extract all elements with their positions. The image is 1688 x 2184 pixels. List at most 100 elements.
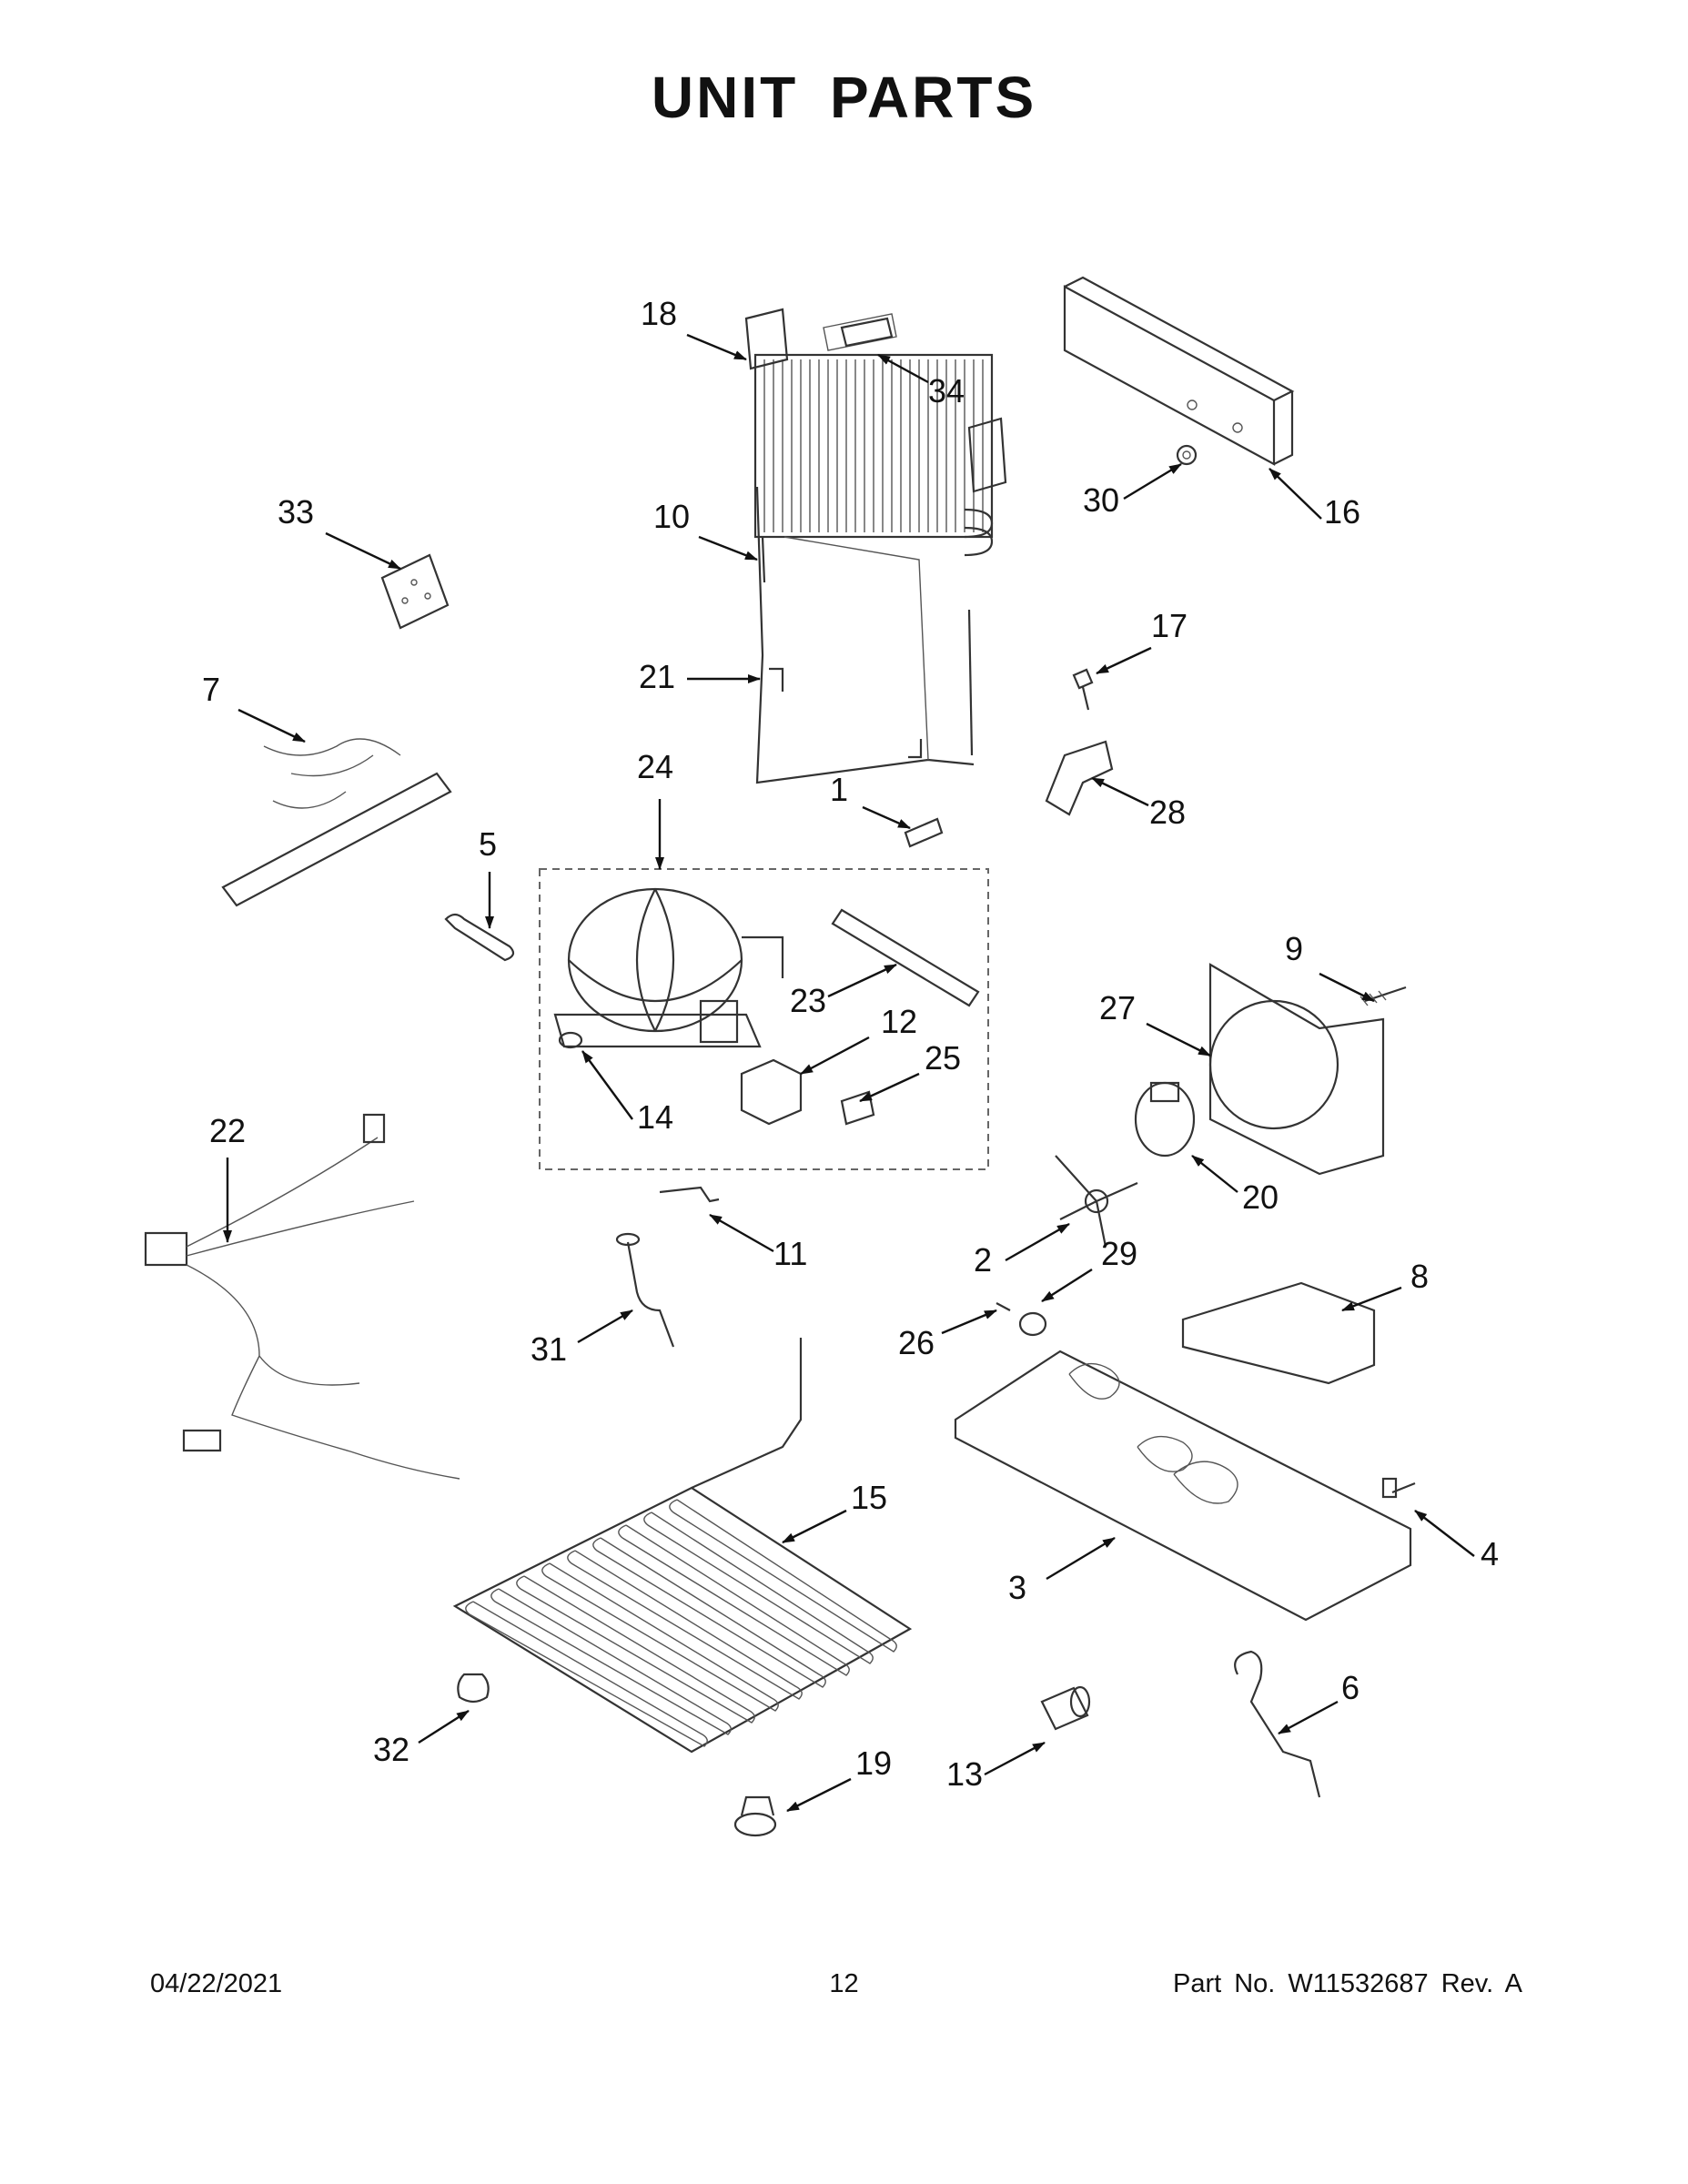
callout-arrow-7 xyxy=(238,708,306,743)
callout-18: 18 xyxy=(641,295,747,361)
callout-arrow-18 xyxy=(686,333,747,361)
callout-label-29: 29 xyxy=(1101,1235,1137,1272)
fan-shroud xyxy=(1208,963,1385,1176)
callout-arrow-17 xyxy=(1096,646,1152,675)
nut-part-30 xyxy=(1176,444,1198,466)
callout-6: 6 xyxy=(1278,1669,1359,1735)
callout-label-23: 23 xyxy=(790,982,826,1019)
callout-label-3: 3 xyxy=(1008,1569,1026,1606)
drain-tube-part-31 xyxy=(615,1232,675,1348)
label-part-34 xyxy=(840,317,894,348)
callout-label-16: 16 xyxy=(1324,493,1360,531)
callout-label-18: 18 xyxy=(641,295,677,332)
callout-arrow-30 xyxy=(1123,462,1182,500)
callout-arrow-32 xyxy=(418,1709,470,1744)
callout-arrow-16 xyxy=(1269,468,1322,520)
callouts-layer: 1234567891011121314151617181920212223242… xyxy=(202,295,1499,1813)
callout-25: 25 xyxy=(859,1039,961,1103)
callout-arrow-29 xyxy=(1041,1268,1093,1303)
callout-label-30: 30 xyxy=(1083,481,1119,519)
bracket-part-28 xyxy=(1045,740,1114,816)
wire-harness-22 xyxy=(144,1113,460,1480)
control-board xyxy=(380,553,450,630)
callout-arrow-33 xyxy=(325,531,401,571)
callout-label-25: 25 xyxy=(925,1039,961,1077)
callout-33: 33 xyxy=(278,493,401,571)
callout-14: 14 xyxy=(581,1050,673,1136)
callout-label-27: 27 xyxy=(1099,989,1136,1026)
callout-label-21: 21 xyxy=(639,658,675,695)
callout-arrow-8 xyxy=(1341,1286,1402,1312)
callout-9: 9 xyxy=(1285,930,1375,1003)
fan-blade xyxy=(1055,1155,1138,1248)
footer-page-number: 12 xyxy=(829,1969,859,1998)
tubing-assembly xyxy=(755,486,975,784)
footer-date: 04/22/2021 xyxy=(150,1969,283,1998)
callout-label-31: 31 xyxy=(531,1330,567,1368)
callout-5: 5 xyxy=(479,825,497,929)
callout-15: 15 xyxy=(782,1479,887,1544)
callout-12: 12 xyxy=(800,1003,917,1076)
callout-arrow-9 xyxy=(1319,972,1375,1003)
callout-arrow-15 xyxy=(782,1509,847,1544)
callout-16: 16 xyxy=(1269,468,1360,531)
condenser-coil xyxy=(744,308,1007,557)
screw-part-17 xyxy=(1072,668,1094,711)
callout-arrow-14 xyxy=(581,1050,633,1120)
callout-arrow-11 xyxy=(709,1213,774,1253)
grommet-part-29 xyxy=(1018,1311,1047,1337)
callout-29: 29 xyxy=(1041,1235,1137,1303)
callout-label-12: 12 xyxy=(881,1003,917,1040)
relay-part-12 xyxy=(740,1058,803,1126)
callout-label-9: 9 xyxy=(1285,930,1303,967)
screw-part-4 xyxy=(1381,1477,1416,1499)
callout-label-15: 15 xyxy=(851,1479,887,1516)
callout-arrow-28 xyxy=(1091,776,1149,807)
condenser-shroud-bracket xyxy=(1063,276,1295,466)
fan-mount-base xyxy=(1181,1281,1376,1385)
callout-label-34: 34 xyxy=(928,372,965,410)
callout-arrow-12 xyxy=(800,1036,870,1076)
callout-13: 13 xyxy=(946,1741,1046,1793)
callout-34: 34 xyxy=(877,353,965,410)
fan-motor xyxy=(1134,1081,1196,1158)
callout-label-10: 10 xyxy=(653,498,690,535)
drier-part-23 xyxy=(831,908,980,1007)
callout-label-2: 2 xyxy=(974,1241,992,1279)
callout-arrow-23 xyxy=(827,963,897,998)
callout-32: 32 xyxy=(373,1709,470,1768)
evaporator-coil xyxy=(452,1338,913,1754)
callout-label-14: 14 xyxy=(637,1098,673,1136)
callout-arrow-4 xyxy=(1414,1510,1475,1557)
callout-label-32: 32 xyxy=(373,1731,409,1768)
callout-10: 10 xyxy=(653,498,758,561)
callout-arrow-6 xyxy=(1278,1700,1339,1735)
callout-17: 17 xyxy=(1096,607,1188,675)
callout-2: 2 xyxy=(974,1222,1070,1279)
callout-11: 11 xyxy=(709,1213,807,1272)
callout-label-7: 7 xyxy=(202,671,220,708)
callout-arrow-1 xyxy=(862,805,911,830)
callout-24: 24 xyxy=(637,748,673,870)
callout-30: 30 xyxy=(1083,462,1182,519)
page-title: UNIT PARTS xyxy=(651,65,1037,130)
callout-label-19: 19 xyxy=(855,1744,892,1782)
callout-1: 1 xyxy=(830,771,911,830)
callout-22: 22 xyxy=(209,1112,246,1243)
callout-label-1: 1 xyxy=(830,771,848,808)
callout-19: 19 xyxy=(786,1744,892,1813)
callout-label-20: 20 xyxy=(1242,1178,1279,1216)
callout-26: 26 xyxy=(898,1309,997,1361)
callout-arrow-26 xyxy=(941,1309,997,1335)
callout-arrow-20 xyxy=(1191,1155,1238,1193)
callout-arrow-27 xyxy=(1146,1022,1211,1057)
callout-label-5: 5 xyxy=(479,825,497,863)
callout-27: 27 xyxy=(1099,989,1211,1057)
callout-label-8: 8 xyxy=(1410,1258,1429,1295)
wire-part-6 xyxy=(1234,1650,1321,1798)
link-part-5 xyxy=(444,913,515,962)
callout-arrow-3 xyxy=(1046,1536,1116,1581)
base-plate xyxy=(954,1350,1412,1622)
callout-20: 20 xyxy=(1191,1155,1279,1216)
